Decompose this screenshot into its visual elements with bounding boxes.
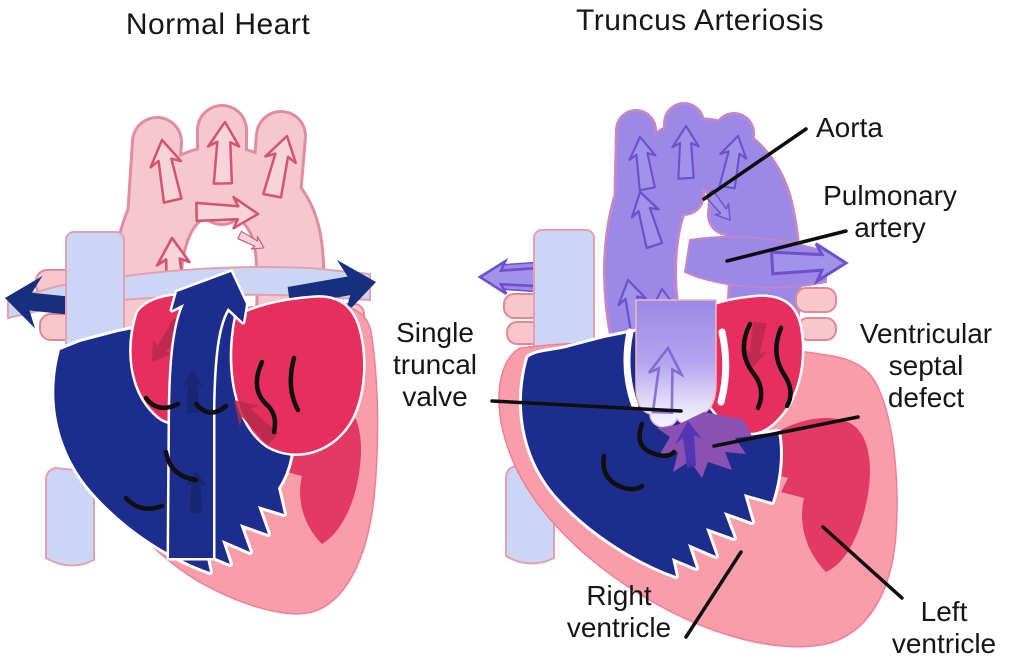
truncus-heart [478, 102, 898, 648]
valve-chordae-lines [601, 321, 793, 492]
label-right-ventricle: Right ventricle [566, 580, 672, 643]
normal-heart [1, 104, 380, 615]
label-pulmonary-artery: Pulmonary artery [823, 180, 957, 243]
panel-title-truncus-arteriosis: Truncus Arteriosis [576, 4, 824, 37]
pulmonary-artery-pointer-line [725, 229, 848, 263]
truncal-valve-pointer-line [490, 399, 683, 413]
left-ventricle-pointer-line [821, 525, 904, 600]
aorta-pointer-line [702, 127, 808, 201]
vsd-flow-arrow-icon [675, 421, 702, 468]
annotation-pointer-lines [490, 127, 904, 639]
right-ventricle-pointer-line [684, 550, 743, 639]
superior-vena-cava [533, 229, 595, 359]
label-ventricular-septal-defect: Ventricular septal defect [859, 318, 993, 413]
vsd-pointer-line [712, 415, 860, 448]
label-single-truncal-valve: Single truncal valve [392, 317, 478, 412]
label-aorta: Aorta [816, 112, 883, 143]
label-left-ventricle: Left ventricle [891, 596, 997, 659]
valve-chordae-lines [123, 355, 301, 511]
ventricular-septal-defect [657, 412, 752, 478]
left-heart-chamber [229, 295, 366, 456]
pulmonary-artery-branch [683, 235, 827, 289]
panel-title-normal-heart: Normal Heart [125, 8, 311, 41]
chamber-gap-highlights [623, 328, 730, 410]
pulmonary-trunk-arrow [166, 269, 249, 561]
